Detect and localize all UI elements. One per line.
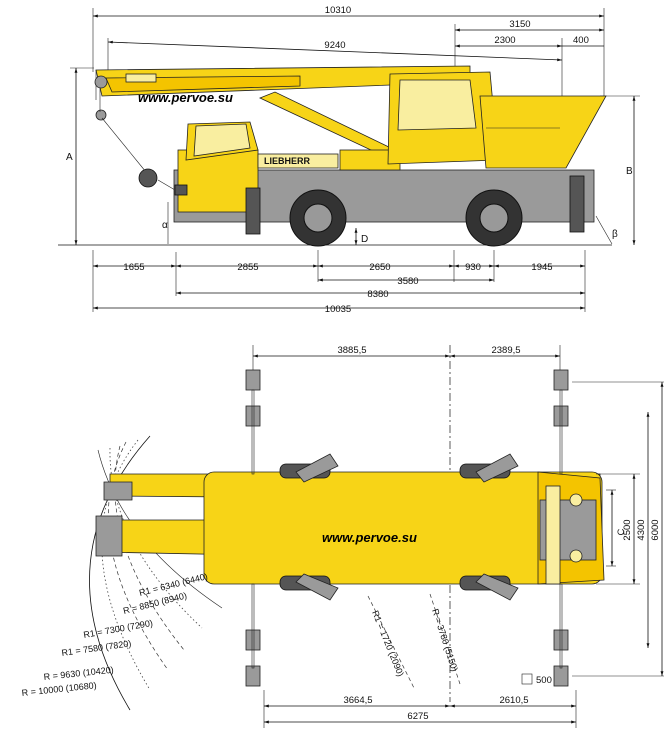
label-beta: β (612, 229, 618, 240)
radius-label-4: R1 = 7580 (7820) (61, 638, 132, 658)
dim-400: 400 (573, 35, 589, 46)
watermark-top: www.pervoe.su (322, 530, 417, 545)
hook-block (138, 168, 158, 188)
watermark-side: www.pervoe.su (138, 90, 233, 105)
side-view: 10310 3150 2300 400 9240 A B (58, 5, 640, 315)
radius-labels: R1 = 6340 (6440) R = 8850 (8940) R1 = 73… (21, 571, 209, 698)
dim-1655: 1655 (123, 262, 144, 273)
brand-label: LIEBHERR (264, 156, 311, 166)
radius-label-6: R = 10000 (10680) (21, 680, 97, 698)
radius-label-3: R1 = 7300 (7290) (83, 618, 154, 640)
boom-side (94, 65, 471, 173)
luffing-cylinder (258, 91, 396, 159)
top-view: 3885,5 2389,5 (21, 345, 664, 728)
carrier-top (203, 471, 605, 585)
outrigger-rear (569, 175, 585, 233)
dim-930: 930 (465, 262, 481, 273)
turn-radius-1: R1 = 1720 (2090) (370, 609, 406, 678)
label-D: D (361, 234, 368, 245)
label-C: C (616, 528, 627, 535)
dim-6275: 6275 (407, 711, 428, 722)
dim-3150: 3150 (509, 19, 530, 30)
dim-3580: 3580 (397, 276, 418, 287)
pad-square (521, 673, 533, 685)
dim-2855: 2855 (237, 262, 258, 273)
dim-3885: 3885,5 (337, 345, 366, 356)
radius-label-5: R = 9630 (10420) (43, 665, 114, 682)
turn-radius-2: R = 3780 (5150) (430, 608, 460, 673)
wheels-top (279, 453, 519, 601)
wheels-side (289, 189, 523, 247)
superstructure-side (387, 71, 607, 169)
dim-2610: 2610,5 (499, 695, 528, 706)
dim-1945: 1945 (531, 262, 552, 273)
chassis-side: LIEBHERR (173, 121, 595, 223)
label-alpha: α (162, 220, 168, 231)
dim-2300: 2300 (494, 35, 515, 46)
dim-2389: 2389,5 (491, 345, 520, 356)
dim-10035: 10035 (325, 304, 351, 315)
dim-10310: 10310 (325, 5, 351, 16)
outrigger-pads (245, 369, 569, 687)
outrigger-front (245, 187, 261, 235)
dim-8380: 8380 (367, 289, 388, 300)
dim-3664: 3664,5 (343, 695, 372, 706)
dim-4300: 4300 (636, 519, 647, 540)
dim-9240: 9240 (324, 40, 345, 51)
dim-2500: 2500 (622, 519, 633, 540)
dim-6000: 6000 (650, 519, 661, 540)
label-B: B (626, 166, 633, 177)
pad-label: 500 (536, 675, 552, 686)
label-A: A (66, 152, 73, 163)
dim-2650: 2650 (369, 262, 390, 273)
